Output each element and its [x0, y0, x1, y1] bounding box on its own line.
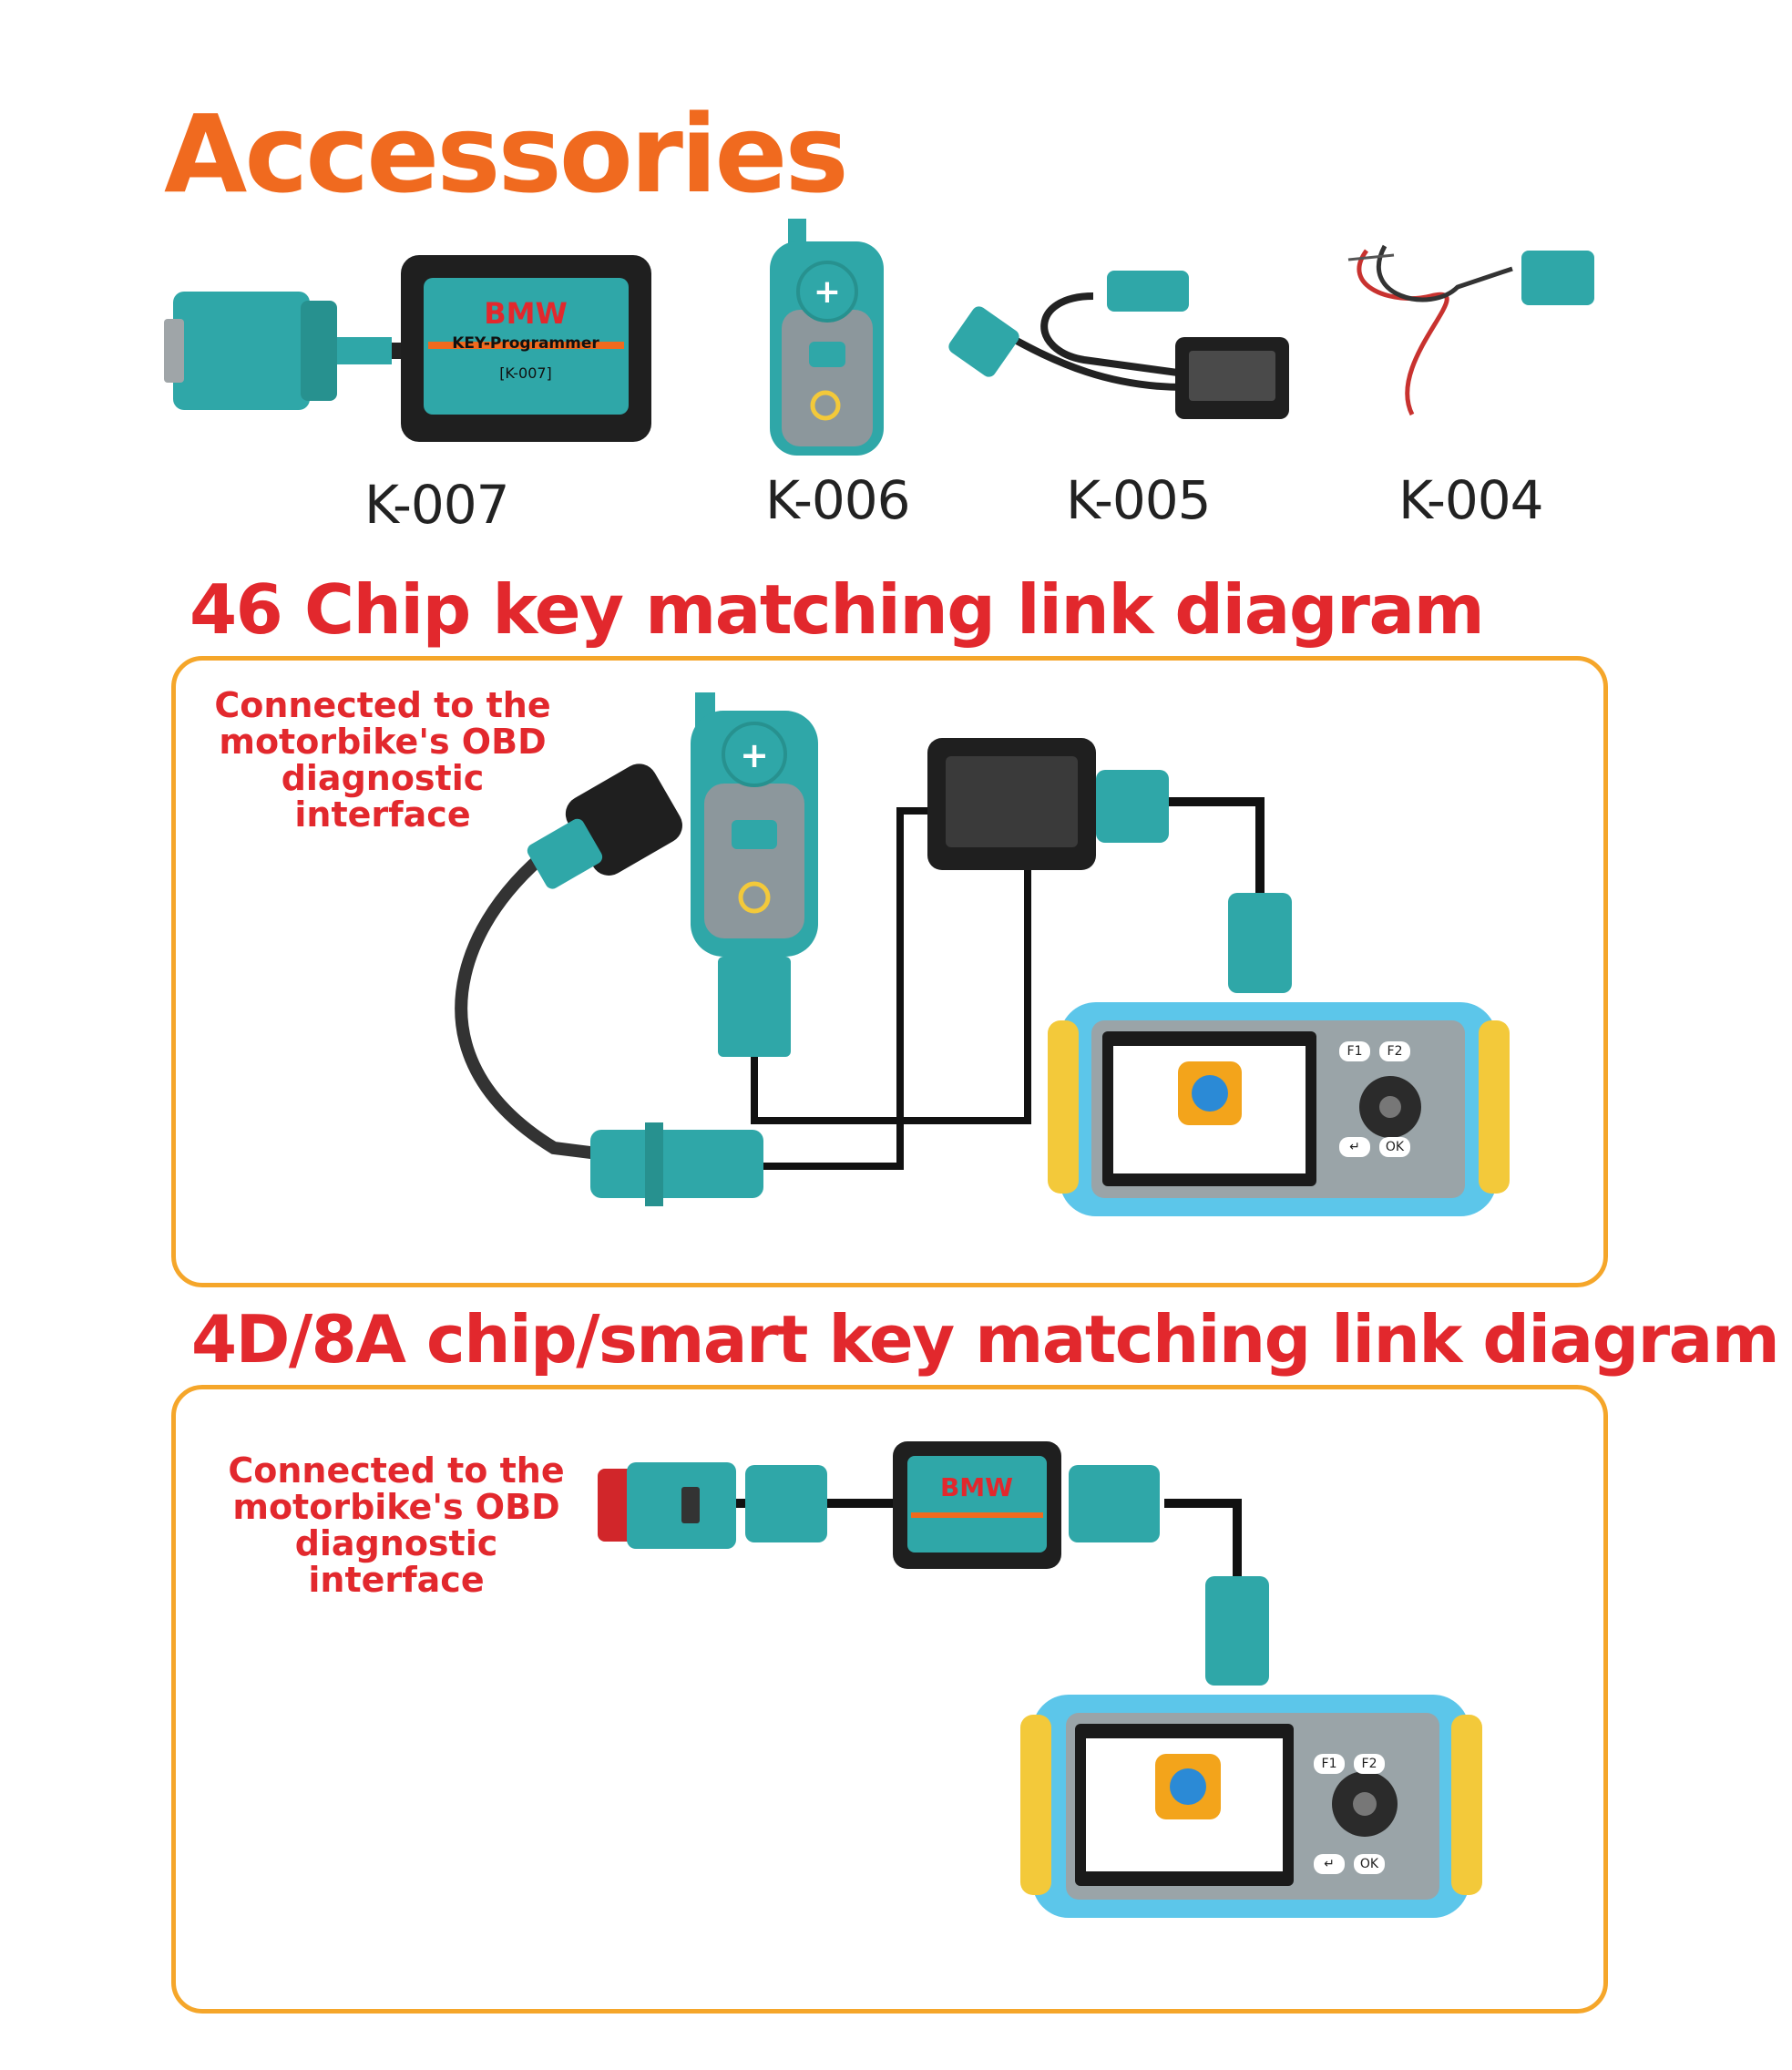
tablet-button-back: ↵: [1339, 1137, 1370, 1157]
obd-plug: [598, 1469, 634, 1542]
page-title: Accessories: [164, 91, 849, 217]
k007-code-label: [K-007]: [499, 364, 552, 382]
k007-brand-label: BMW: [484, 296, 568, 331]
link-diagram-4d8a: BMW: [598, 1441, 1482, 1918]
diagram-panel-4d8a: [171, 1385, 1608, 2014]
obd-note-4d8a-line-2: motorbike's OBD: [232, 1486, 560, 1527]
accessory-label-k004: K-004: [1398, 469, 1544, 531]
diagnostic-tablet-4d8a: [1020, 1695, 1482, 1918]
section-title-4d8a-chip: 4D/8A chip/smart key matching link diagr…: [191, 1301, 1780, 1378]
tablet-button-f1: F1: [1314, 1754, 1345, 1774]
accessory-label-k005: K-005: [1066, 469, 1212, 531]
key-icon: [810, 390, 841, 421]
accessory-label-k006: K-006: [765, 469, 911, 531]
accessory-image-k004: [1347, 244, 1594, 416]
accessory-image-k005: [948, 271, 1289, 419]
link-cable-b: [754, 807, 927, 1170]
db9-connector-shell: [173, 292, 310, 410]
obd-note-46-line-3: diagnostic interface: [281, 757, 485, 835]
key-icon: [738, 881, 771, 914]
accessory-image-k007: BMW KEY-Programmer [K-007]: [164, 255, 651, 442]
tablet-button-f1: F1: [1339, 1041, 1370, 1061]
obd-note-46-line-2: motorbike's OBD: [219, 721, 547, 762]
obd-note-46-line-1: Connected to the: [214, 685, 551, 725]
tablet-button-f2: F2: [1354, 1754, 1385, 1774]
accessory-label-k007: K-007: [364, 474, 510, 536]
tablet-button-f2: F2: [1379, 1041, 1410, 1061]
diagnostic-tablet-46: [1048, 1002, 1510, 1216]
k007-name-label: KEY-Programmer: [452, 334, 599, 353]
tablet-cable: [1155, 797, 1265, 920]
diagram-panel-46: [171, 656, 1608, 1287]
obd-note-4d8a-line-1: Connected to the: [228, 1450, 565, 1491]
obd-note-46: Connected to the motorbike's OBD diagnos…: [200, 685, 565, 835]
svg-text:+: +: [814, 273, 841, 311]
svg-text:+: +: [740, 735, 769, 775]
obd-note-4d8a-line-3: diagnostic interface: [294, 1522, 498, 1600]
tablet-button-ok: OK: [1354, 1854, 1385, 1874]
link-diagram-46: +: [455, 692, 1510, 1216]
tablet-cable: [1164, 1499, 1242, 1594]
db9-joint-connector: [590, 1130, 763, 1198]
section-title-46-chip: 46 Chip key matching link diagram: [189, 569, 1485, 650]
obd-note-4d8a: Connected to the motorbike's OBD diagnos…: [214, 1450, 579, 1600]
k007-brand-label: BMW: [940, 1472, 1013, 1502]
tablet-button-back: ↵: [1314, 1854, 1345, 1874]
accessory-image-k006: +: [770, 219, 884, 456]
tablet-button-ok: OK: [1379, 1137, 1410, 1157]
